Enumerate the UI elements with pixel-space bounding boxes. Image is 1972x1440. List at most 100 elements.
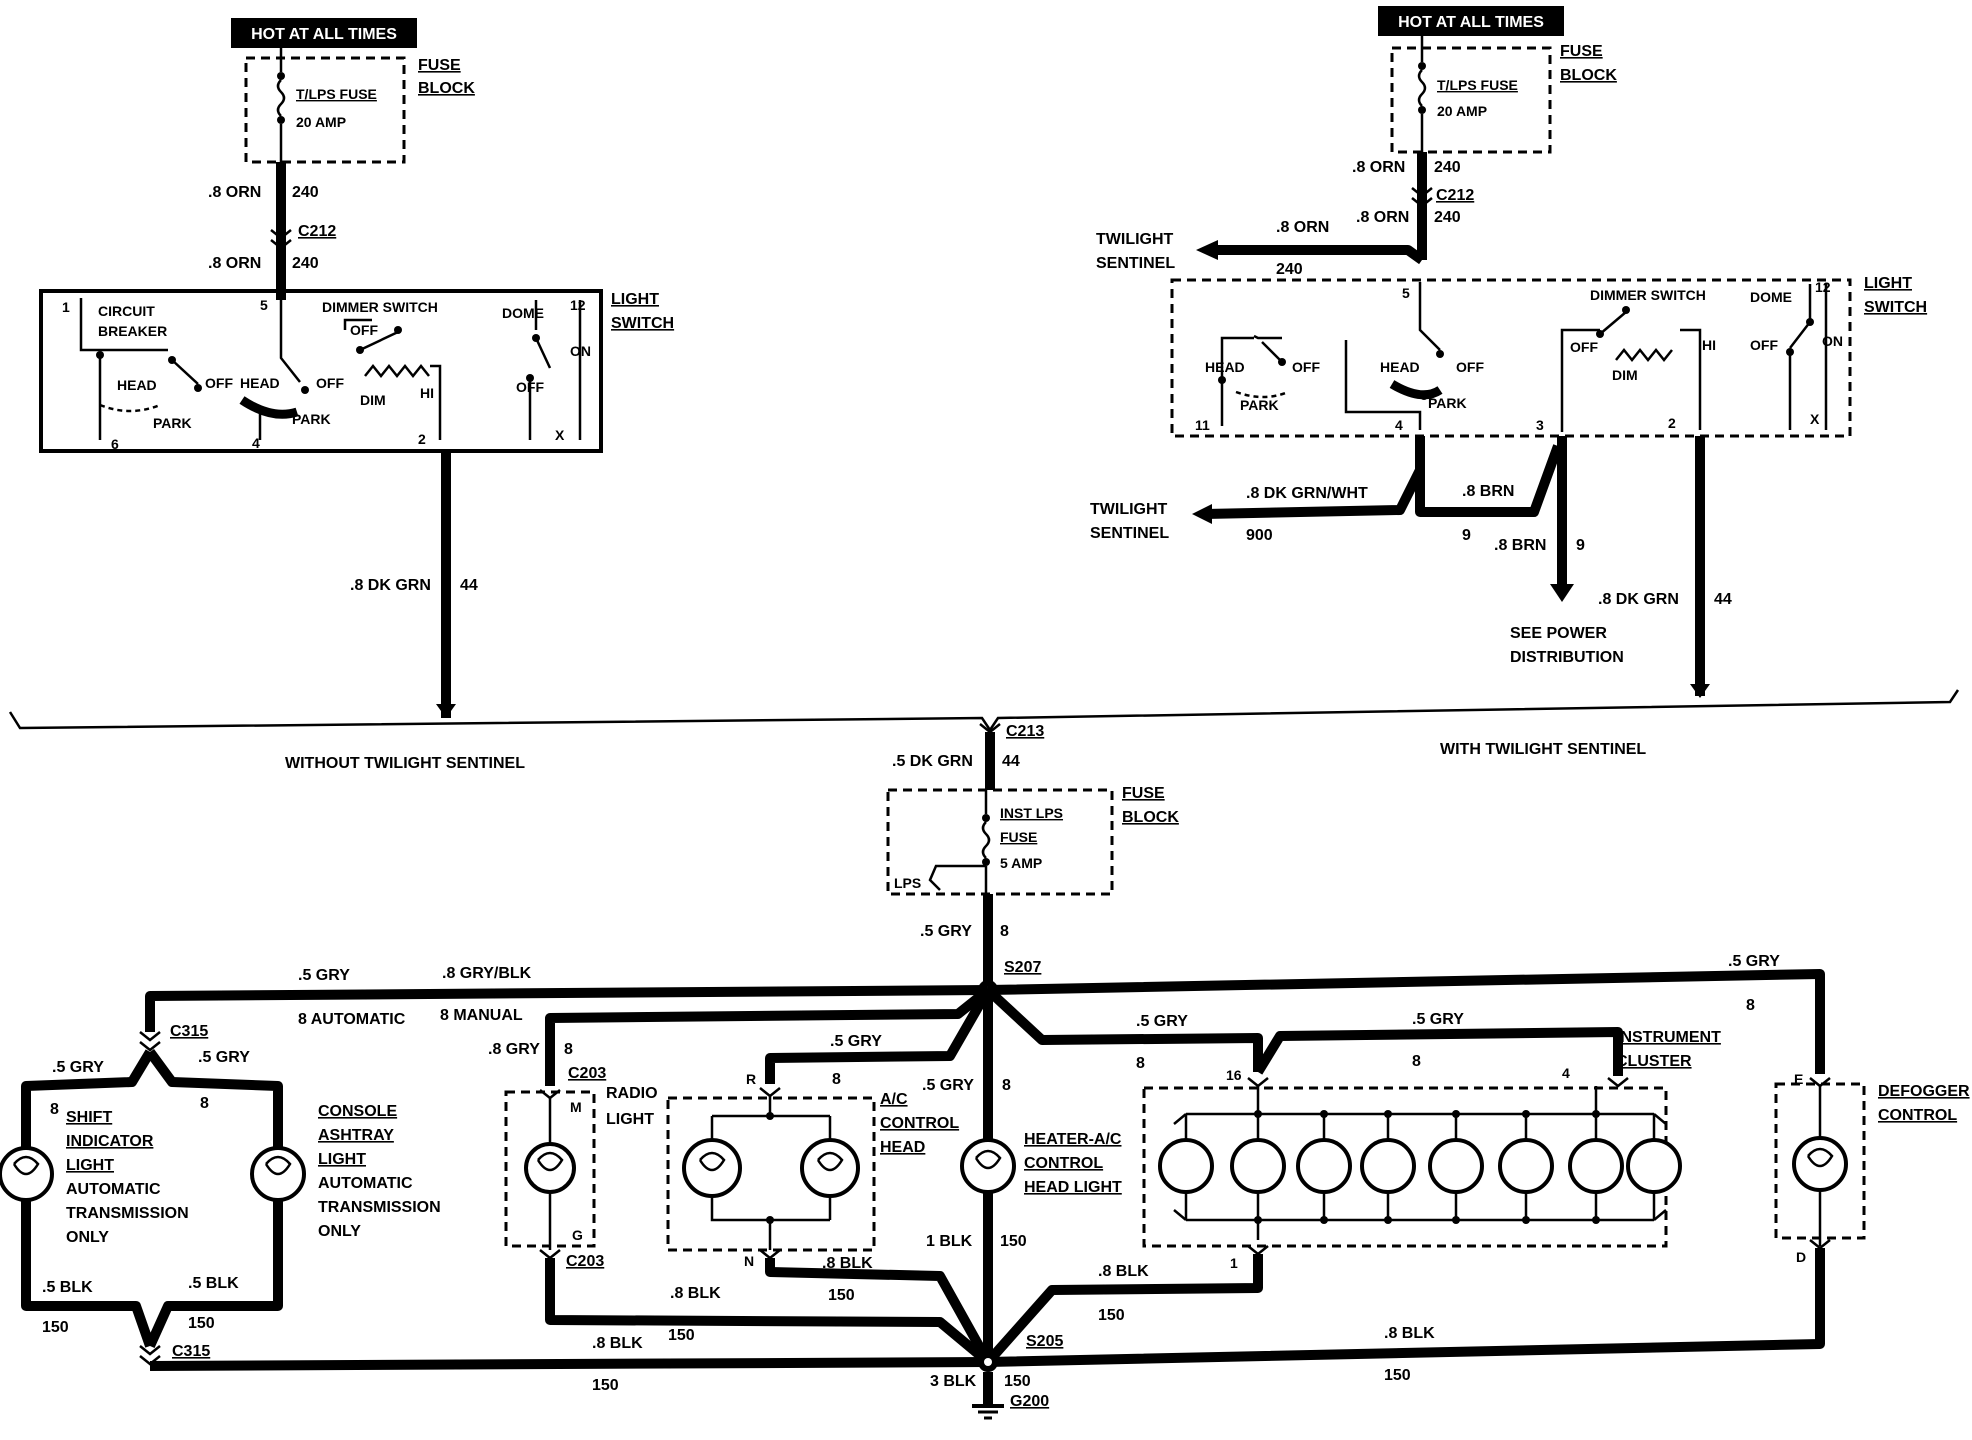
svg-text:CONTROL: CONTROL bbox=[1878, 1107, 1957, 1124]
svg-text:.8 BRN: .8 BRN bbox=[1462, 483, 1514, 500]
wire-ic-blk bbox=[984, 1254, 1263, 1366]
connector-c315-top bbox=[139, 1031, 161, 1052]
wire-ac-gry bbox=[765, 987, 993, 1084]
svg-text:AUTOMATIC: AUTOMATIC bbox=[318, 1175, 413, 1192]
svg-text:DEFOGGER: DEFOGGER bbox=[1878, 1083, 1970, 1100]
svg-text:PARK: PARK bbox=[1240, 397, 1279, 413]
svg-text:8: 8 bbox=[1412, 1053, 1421, 1070]
fuse-block-left bbox=[244, 56, 406, 164]
svg-text:.8 BLK: .8 BLK bbox=[592, 1335, 643, 1352]
svg-text:4: 4 bbox=[1562, 1065, 1570, 1081]
svg-text:8: 8 bbox=[1136, 1055, 1145, 1072]
svg-text:.8 BRN: .8 BRN bbox=[1494, 537, 1546, 554]
svg-text:3 BLK: 3 BLK bbox=[930, 1373, 977, 1390]
svg-text:G200: G200 bbox=[1010, 1393, 1049, 1410]
svg-text:CIRCUIT: CIRCUIT bbox=[98, 303, 155, 319]
light-switch-right bbox=[1170, 278, 1852, 438]
section-label-without-twilight: WITHOUT TWILIGHT SENTINEL bbox=[285, 755, 525, 772]
console-ashtray-bulb bbox=[250, 1146, 306, 1202]
svg-text:C315: C315 bbox=[172, 1343, 210, 1360]
light-switch-left bbox=[39, 289, 603, 453]
svg-text:SENTINEL: SENTINEL bbox=[1096, 255, 1175, 272]
option-separator-line bbox=[8, 689, 1960, 733]
svg-text:150: 150 bbox=[1004, 1373, 1031, 1390]
svg-text:CONSOLE: CONSOLE bbox=[318, 1103, 397, 1120]
svg-text:.8 GRY: .8 GRY bbox=[488, 1041, 540, 1058]
svg-text:TRANSMISSION: TRANSMISSION bbox=[66, 1205, 189, 1222]
svg-text:C315: C315 bbox=[170, 1023, 208, 1040]
svg-text:TRANSMISSION: TRANSMISSION bbox=[318, 1199, 441, 1216]
wire-shift-indicator-loop bbox=[21, 1049, 155, 1348]
svg-text:150: 150 bbox=[1384, 1367, 1411, 1384]
svg-text:44: 44 bbox=[1002, 753, 1020, 770]
svg-text:LIGHT: LIGHT bbox=[611, 291, 659, 308]
svg-text:150: 150 bbox=[1098, 1307, 1125, 1324]
svg-text:LIGHT: LIGHT bbox=[66, 1157, 114, 1174]
wire-radio-blk bbox=[545, 1258, 992, 1366]
svg-text:DIM: DIM bbox=[360, 392, 386, 408]
svg-text:E: E bbox=[1794, 1071, 1803, 1087]
svg-text:20 AMP: 20 AMP bbox=[1437, 103, 1487, 119]
fuse-block-label-left: FUSE bbox=[418, 57, 461, 74]
svg-text:900: 900 bbox=[1246, 527, 1273, 544]
svg-text:PARK: PARK bbox=[153, 415, 192, 431]
svg-text:INDICATOR: INDICATOR bbox=[66, 1133, 154, 1150]
svg-text:ASHTRAY: ASHTRAY bbox=[318, 1127, 394, 1144]
svg-text:R: R bbox=[746, 1071, 756, 1087]
wire-gry-bus-right bbox=[987, 969, 1825, 1074]
svg-text:150: 150 bbox=[668, 1327, 695, 1344]
wire-ic-pin4 bbox=[1253, 1027, 1623, 1076]
svg-text:.8 BLK: .8 BLK bbox=[1098, 1263, 1149, 1280]
svg-text:S205: S205 bbox=[1026, 1333, 1063, 1350]
svg-text:OFF: OFF bbox=[350, 322, 378, 338]
svg-text:A/C: A/C bbox=[880, 1091, 908, 1108]
svg-text:4: 4 bbox=[252, 435, 260, 451]
svg-text:2: 2 bbox=[1668, 415, 1676, 431]
svg-text:8: 8 bbox=[832, 1071, 841, 1088]
svg-text:SWITCH: SWITCH bbox=[1864, 299, 1927, 316]
svg-text:8: 8 bbox=[1746, 997, 1755, 1014]
svg-text:2: 2 bbox=[418, 431, 426, 447]
svg-text:1 BLK: 1 BLK bbox=[926, 1233, 973, 1250]
light-switch-internals-right bbox=[1218, 282, 1828, 432]
svg-text:X: X bbox=[1810, 411, 1820, 427]
ground-g200-icon bbox=[972, 1404, 1004, 1420]
svg-text:8: 8 bbox=[564, 1041, 573, 1058]
svg-text:16: 16 bbox=[1226, 1067, 1242, 1083]
svg-text:.8 BLK: .8 BLK bbox=[670, 1285, 721, 1302]
svg-text:150: 150 bbox=[42, 1319, 69, 1336]
svg-text:.5 GRY: .5 GRY bbox=[920, 923, 972, 940]
svg-text:3: 3 bbox=[1536, 417, 1544, 433]
svg-text:5: 5 bbox=[1402, 285, 1410, 301]
svg-text:HEAD: HEAD bbox=[1205, 359, 1245, 375]
svg-text:.5 BLK: .5 BLK bbox=[188, 1275, 239, 1292]
svg-text:SWITCH: SWITCH bbox=[611, 315, 674, 332]
connector-c212-left bbox=[270, 229, 292, 250]
svg-text:240: 240 bbox=[292, 255, 319, 272]
svg-text:8 MANUAL: 8 MANUAL bbox=[440, 1007, 523, 1024]
svg-text:20 AMP: 20 AMP bbox=[296, 114, 346, 130]
svg-text:1: 1 bbox=[62, 299, 70, 315]
svg-text:T/LPS FUSE: T/LPS FUSE bbox=[1437, 77, 1518, 93]
svg-text:9: 9 bbox=[1576, 537, 1585, 554]
svg-text:CONTROL: CONTROL bbox=[880, 1115, 959, 1132]
svg-text:DOME: DOME bbox=[1750, 289, 1792, 305]
svg-text:BLOCK: BLOCK bbox=[418, 80, 475, 97]
svg-text:.5 BLK: .5 BLK bbox=[42, 1279, 93, 1296]
svg-text:.8 DK GRN: .8 DK GRN bbox=[1598, 591, 1679, 608]
svg-text:N: N bbox=[744, 1253, 754, 1269]
svg-text:TWILIGHT: TWILIGHT bbox=[1096, 231, 1174, 248]
svg-text:4: 4 bbox=[1395, 417, 1403, 433]
svg-text:DIMMER SWITCH: DIMMER SWITCH bbox=[322, 299, 438, 315]
svg-text:11: 11 bbox=[1195, 417, 1210, 433]
svg-text:.5 GRY: .5 GRY bbox=[830, 1033, 882, 1050]
svg-text:HOT AT ALL TIMES: HOT AT ALL TIMES bbox=[251, 26, 397, 43]
svg-text:.8 ORN: .8 ORN bbox=[1356, 209, 1409, 226]
svg-text:8 AUTOMATIC: 8 AUTOMATIC bbox=[298, 1011, 406, 1028]
svg-text:HEAD LIGHT: HEAD LIGHT bbox=[1024, 1179, 1122, 1196]
tlps-fuse-right bbox=[1417, 36, 1427, 152]
svg-text:6: 6 bbox=[111, 436, 119, 452]
svg-text:HEATER-A/C: HEATER-A/C bbox=[1024, 1131, 1122, 1148]
svg-text:150: 150 bbox=[1000, 1233, 1027, 1250]
